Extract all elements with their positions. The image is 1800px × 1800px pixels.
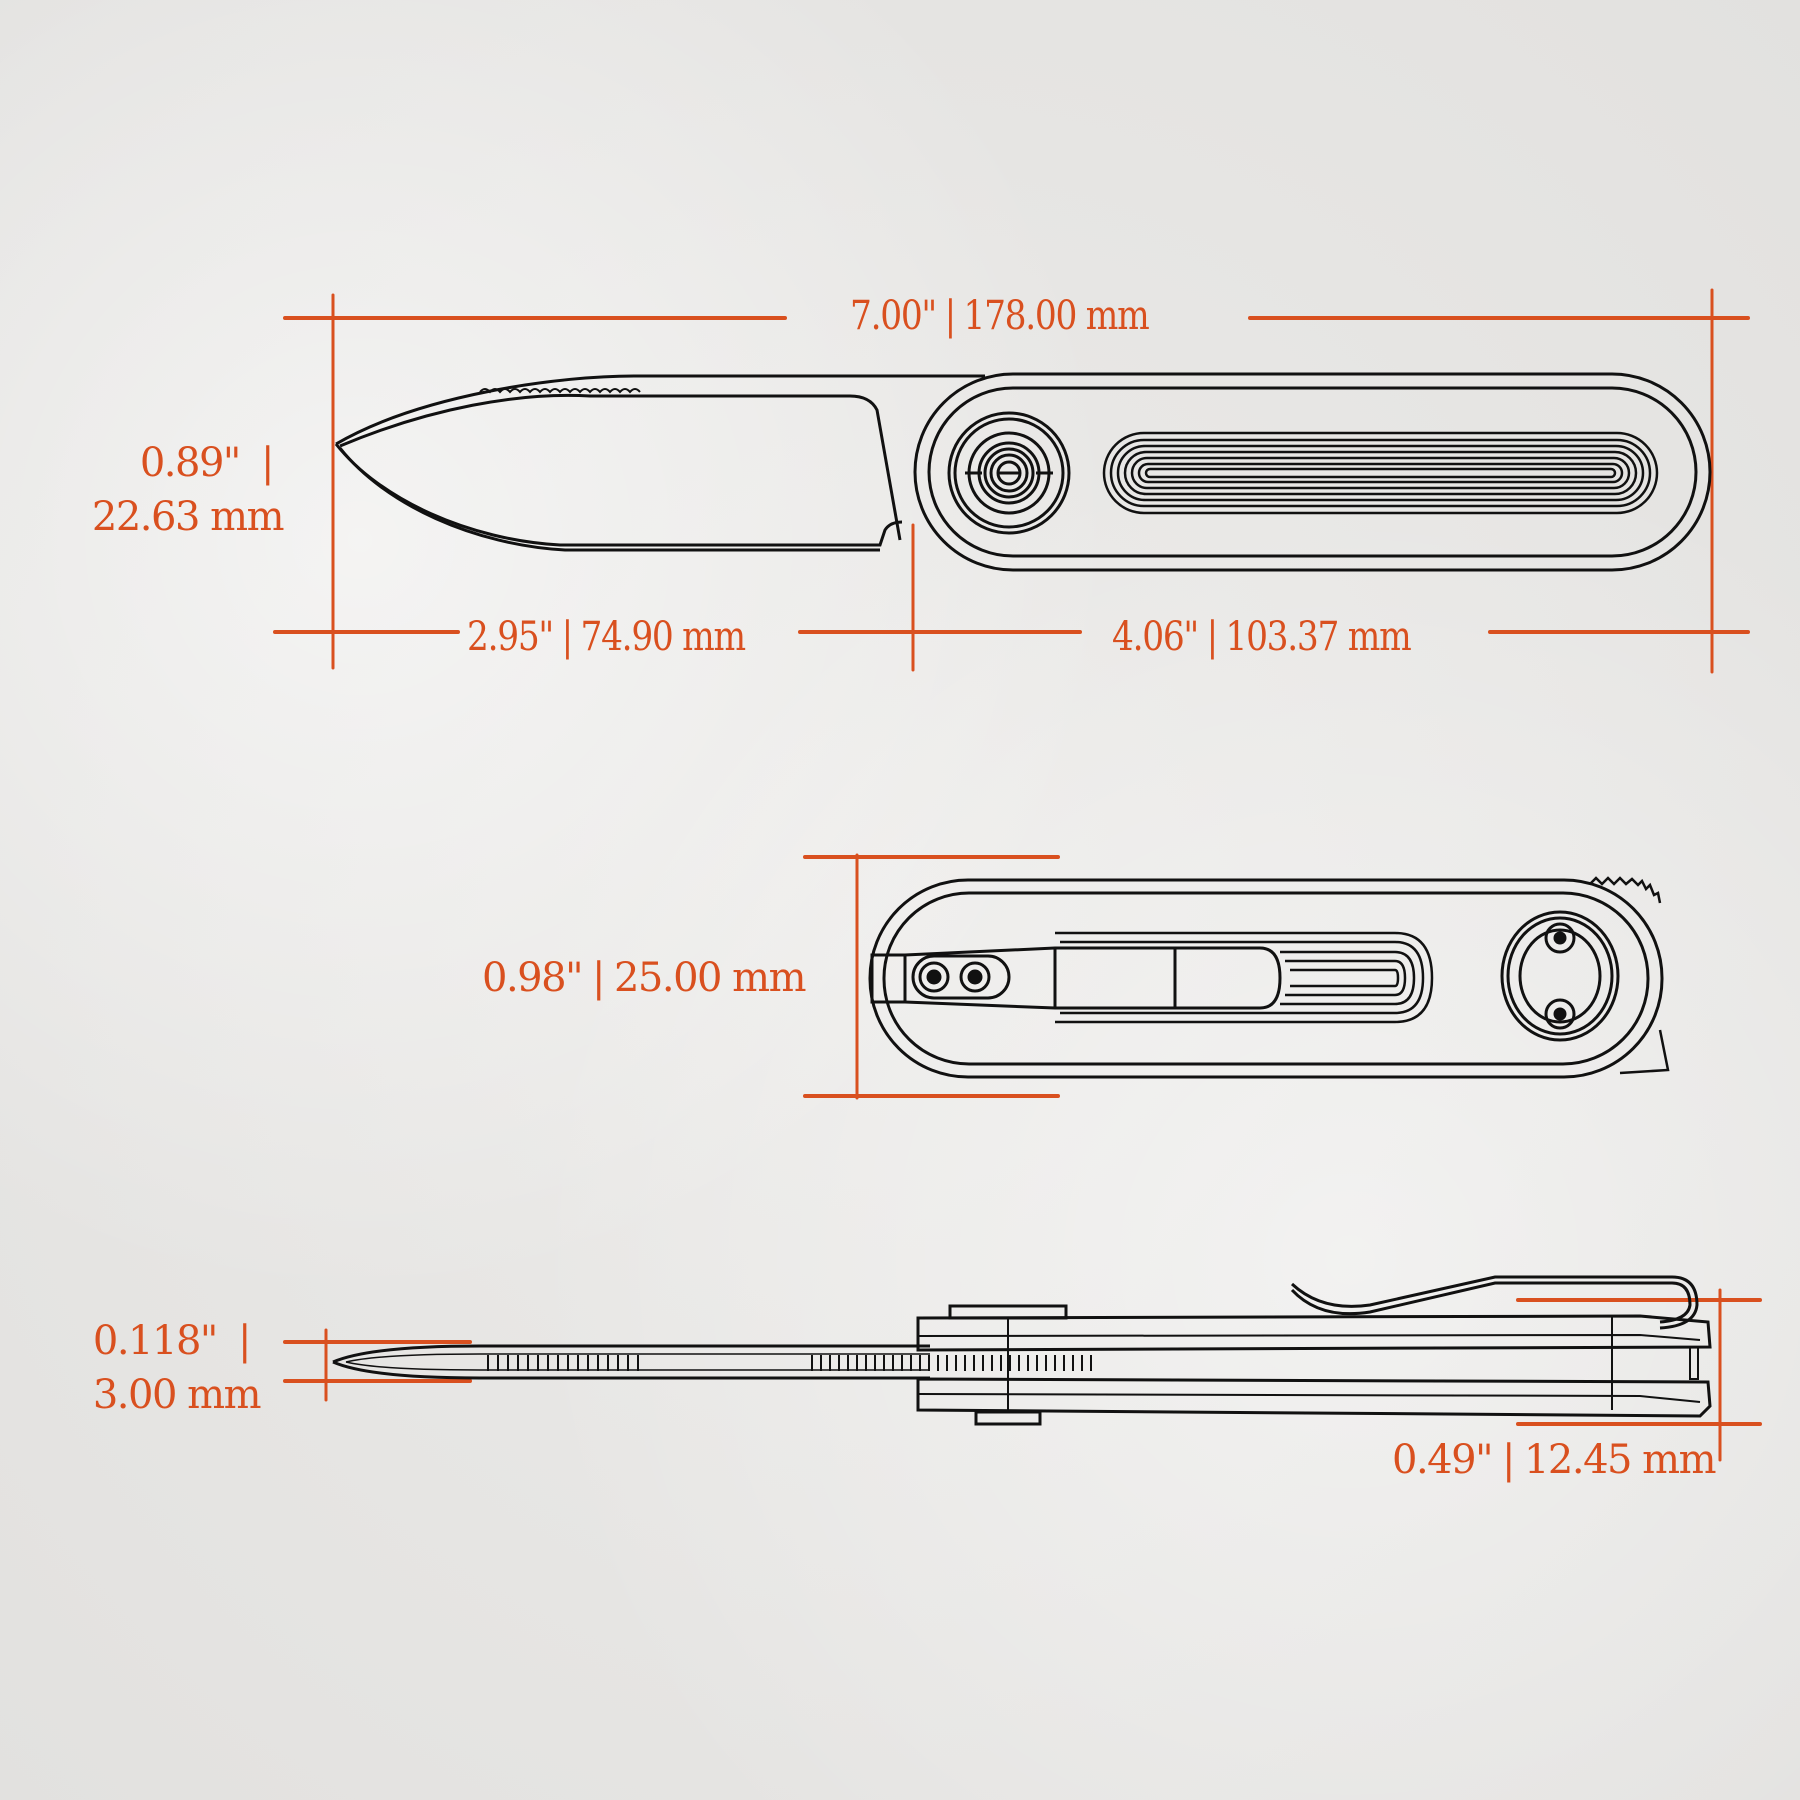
pivot-collar-bottom: [974, 1410, 1042, 1426]
handle-thickness-metric: 12.45 mm: [1523, 1437, 1717, 1483]
separator: |: [261, 440, 274, 486]
handle-scale-bottom: [916, 1377, 1712, 1418]
blade-thickness-label: 0.118" | 3.00 mm: [80, 1314, 262, 1422]
blade-length-imperial: 2.95": [467, 614, 554, 660]
blade-length-metric: 74.90 mm: [580, 614, 746, 660]
handle-thickness-imperial: 0.49": [1392, 1437, 1493, 1483]
blade-jimping-ridges: [487, 1355, 1092, 1371]
separator: |: [1206, 614, 1219, 660]
top-pocket-clip: [1290, 1281, 1692, 1324]
blade-outline: [335, 374, 985, 446]
open-knife-side-view: [334, 372, 1712, 572]
dimension-lines: [273, 288, 1762, 1462]
handle-scale-top: [916, 1314, 1712, 1352]
handle-length-metric: 103.37 mm: [1225, 614, 1411, 660]
handle-length-imperial: 4.06": [1112, 614, 1199, 660]
separator: |: [238, 1318, 251, 1364]
pocket-clip: [870, 946, 1282, 1010]
closed-height-imperial: 0.98": [482, 955, 583, 1001]
closed-handle-outer: [868, 878, 1664, 1079]
closed-groove-inlay: [1055, 931, 1434, 1024]
blade-height-label: 0.89" | 22.63 mm: [88, 436, 285, 544]
handle-inner: [927, 386, 1698, 558]
blade-height-metric: 22.63 mm: [91, 494, 285, 540]
closed-pivot: [1500, 910, 1620, 1042]
blade-spine-top: [332, 1344, 930, 1364]
closed-blade-jimping: [1589, 876, 1662, 904]
closed-height-label: 0.98"|25.00 mm: [482, 955, 807, 1001]
blade-height-imperial: 0.89": [139, 440, 241, 486]
handle-thickness-label: 0.49"|12.45 mm: [1392, 1437, 1717, 1483]
separator: |: [561, 614, 574, 660]
pivot-screw: [947, 411, 1071, 535]
blade-length-label: 2.95"|74.90 mm: [467, 614, 746, 660]
handle-groove-inlay: [1102, 431, 1659, 515]
closed-handle-inner: [882, 891, 1650, 1066]
separator: |: [944, 293, 957, 339]
overall-length-metric: 178.00 mm: [963, 293, 1149, 339]
closed-height-metric: 25.00 mm: [613, 955, 807, 1001]
closed-knife-clip-view: [868, 876, 1670, 1079]
handle-length-label: 4.06"|103.37 mm: [1112, 614, 1412, 660]
overall-length-label: 7.00"|178.00 mm: [850, 293, 1150, 339]
blade-thickness-metric: 3.00 mm: [92, 1372, 262, 1418]
overall-length-imperial: 7.00": [850, 293, 937, 339]
top-thickness-view: [332, 1275, 1712, 1426]
spine-jimping: [479, 388, 641, 394]
handle-outer: [913, 372, 1712, 572]
blade-thickness-imperial: 0.118": [92, 1318, 218, 1364]
separator: |: [1501, 1437, 1515, 1483]
separator: |: [591, 955, 605, 1001]
